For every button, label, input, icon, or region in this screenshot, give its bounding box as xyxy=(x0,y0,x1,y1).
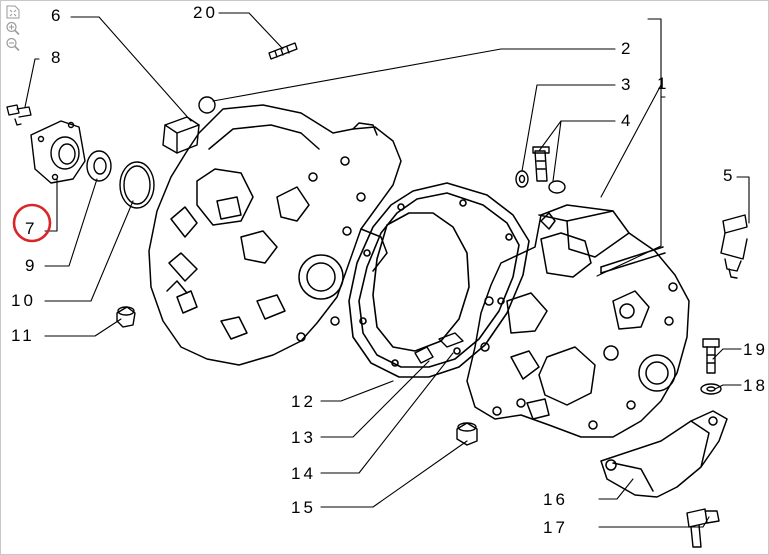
callout-20[interactable]: 20 xyxy=(193,3,218,22)
callout-1[interactable]: 1 xyxy=(657,74,669,93)
clutch-bell-housing xyxy=(148,104,402,366)
callout-12[interactable]: 12 xyxy=(291,392,316,411)
leader-lines xyxy=(24,12,750,528)
part-6-breather-cap xyxy=(162,116,200,154)
part-18-washer xyxy=(700,383,722,395)
callout-15[interactable]: 15 xyxy=(291,498,316,517)
part-17-bolt xyxy=(686,508,720,548)
part-20-stud xyxy=(268,42,298,60)
selected-part-highlight xyxy=(12,203,52,243)
callout-8[interactable]: 8 xyxy=(51,48,63,67)
part-11-plug xyxy=(116,306,136,328)
zoom-in-icon[interactable] xyxy=(5,21,21,35)
callout-14[interactable]: 14 xyxy=(291,464,316,483)
part-16-bracket xyxy=(600,410,728,498)
callout-5[interactable]: 5 xyxy=(723,166,735,185)
part-4-bolt xyxy=(532,146,566,194)
part-12-gasket xyxy=(348,182,530,378)
part-14-shim xyxy=(438,332,464,348)
callout-2[interactable]: 2 xyxy=(621,39,633,58)
part-10-o-ring xyxy=(119,161,155,209)
part-8-bolt xyxy=(6,104,32,126)
callout-18[interactable]: 18 xyxy=(743,376,768,395)
part-7-bearing-guide xyxy=(30,120,86,184)
viewer-toolbar xyxy=(5,5,23,53)
callout-4[interactable]: 4 xyxy=(621,111,633,130)
zoom-out-icon[interactable] xyxy=(5,37,21,51)
callout-labels: 1 2 3 4 5 6 7 8 9 10 11 12 13 14 15 16 1… xyxy=(11,3,768,537)
callout-6[interactable]: 6 xyxy=(51,6,63,25)
callout-11[interactable]: 11 xyxy=(11,326,35,345)
callout-10[interactable]: 10 xyxy=(11,291,36,310)
part-19-bolt xyxy=(702,338,720,374)
callout-17[interactable]: 17 xyxy=(543,518,568,537)
callout-9[interactable]: 9 xyxy=(25,256,37,275)
callout-13[interactable]: 13 xyxy=(291,428,316,447)
part-9-oil-seal xyxy=(86,150,112,182)
callout-3[interactable]: 3 xyxy=(621,75,633,94)
callout-19[interactable]: 19 xyxy=(743,340,768,359)
callout-16[interactable]: 16 xyxy=(543,490,568,509)
callout-7[interactable]: 7 xyxy=(25,219,37,238)
gearbox-casing xyxy=(466,204,690,438)
part-5-sensor xyxy=(720,214,748,279)
part-15-plug xyxy=(456,422,478,446)
part-3-washer xyxy=(515,170,529,188)
part-13-bush xyxy=(414,346,434,364)
fit-page-icon[interactable] xyxy=(5,5,21,19)
part-2-dowel xyxy=(198,96,216,114)
